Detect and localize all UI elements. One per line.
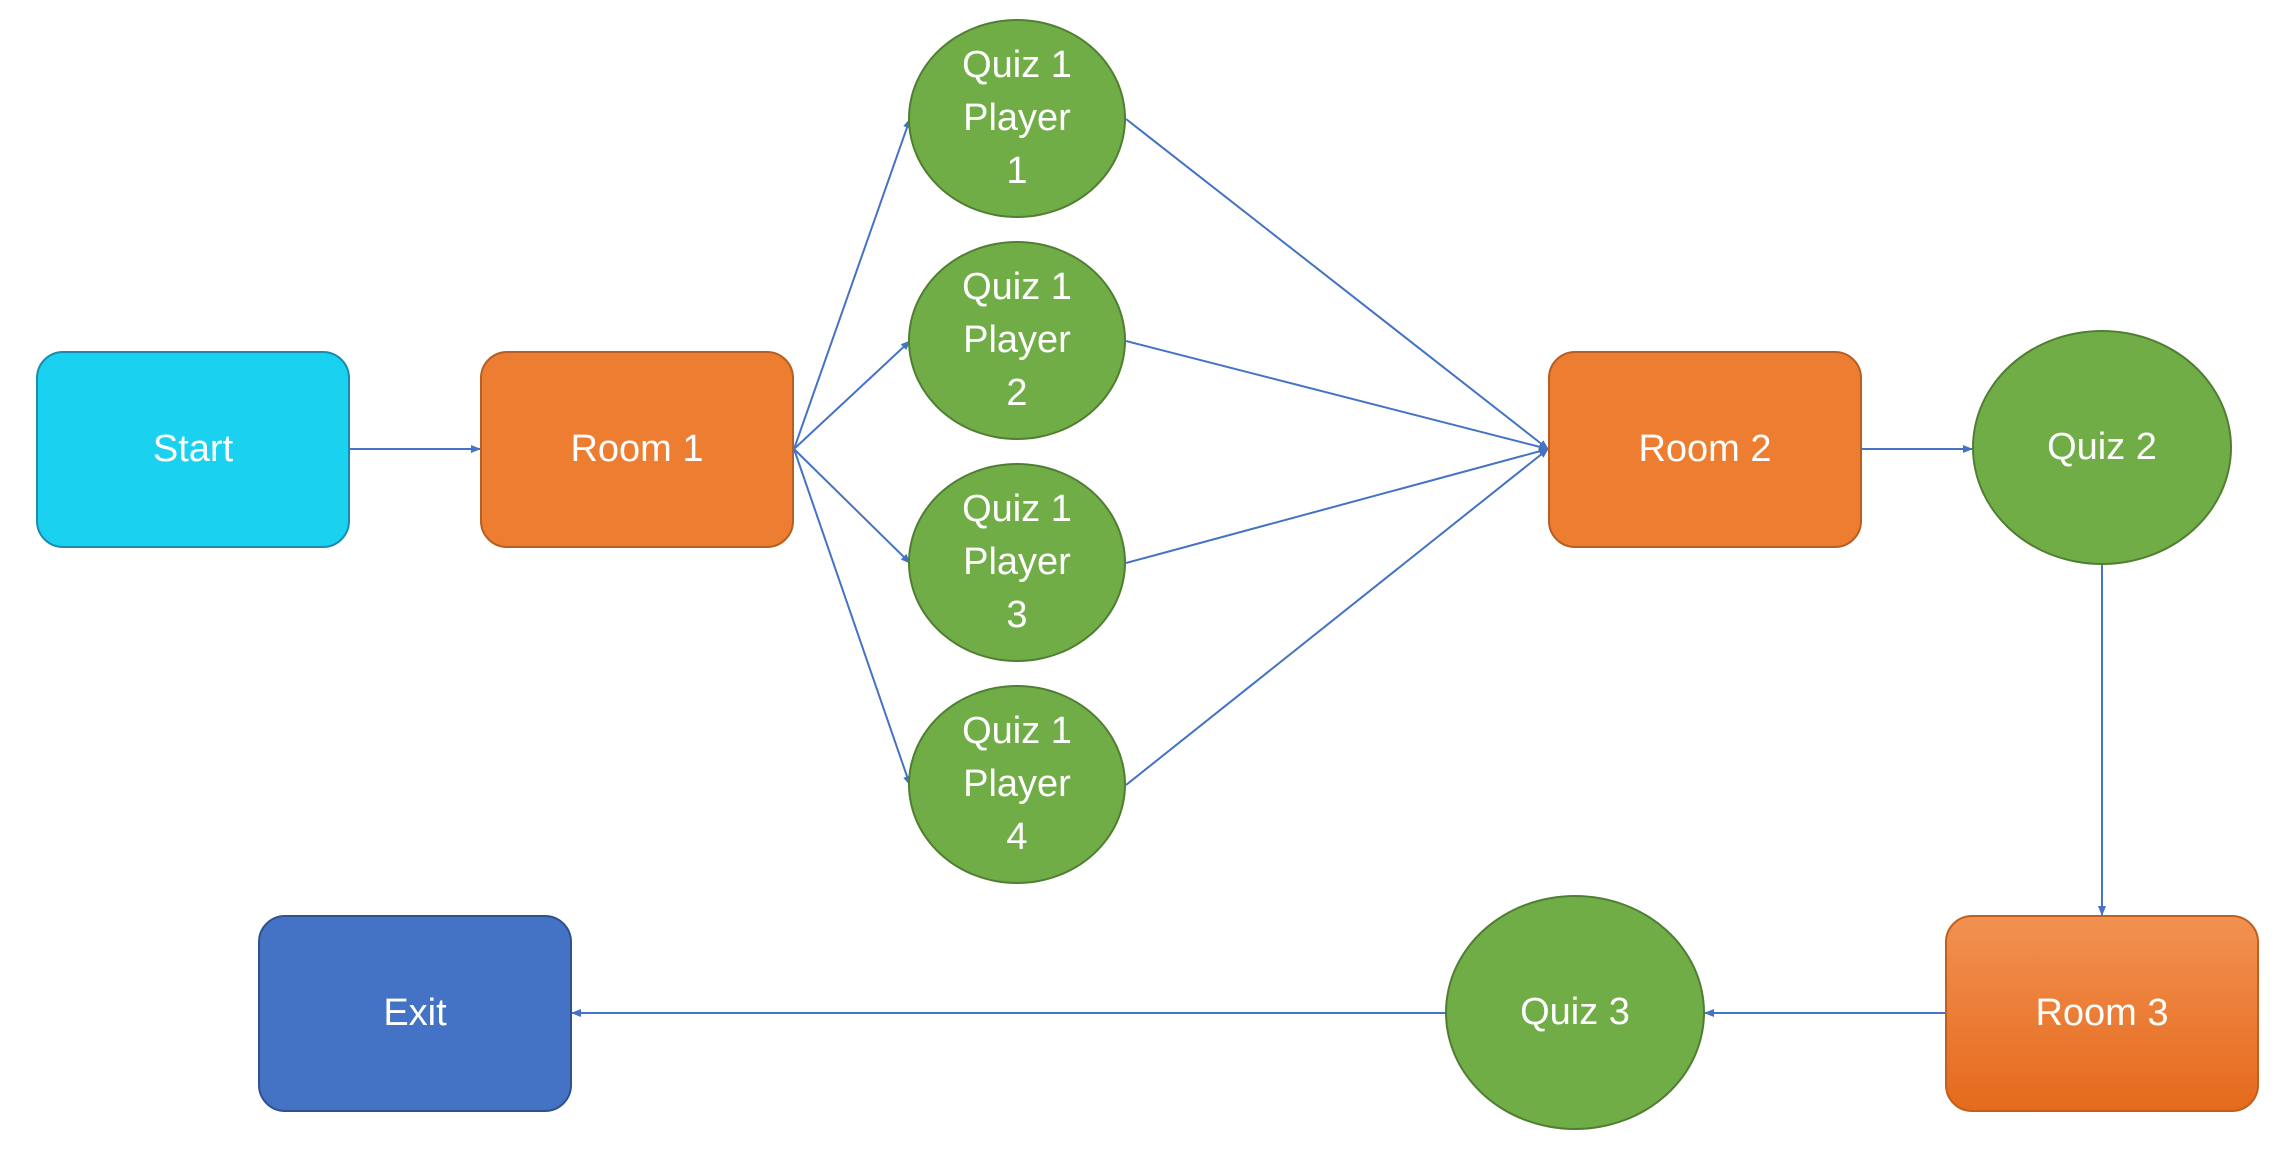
room1-label: Room 1: [570, 428, 704, 470]
room2-label: Room 2: [1638, 428, 1772, 470]
edge-room1-quiz1-player4: [793, 448, 911, 786]
quiz1-player1-label: Quiz 1 Player 1: [962, 44, 1072, 192]
room2-node[interactable]: Room 2: [1548, 351, 1862, 548]
room3-label: Room 3: [2035, 992, 2169, 1034]
edge-quiz1-player2-room2: [1125, 340, 1549, 451]
quiz2-node[interactable]: Quiz 2: [1972, 330, 2232, 565]
room1-node[interactable]: Room 1: [480, 351, 794, 548]
quiz1-player2-label: Quiz 1 Player 2: [962, 266, 1072, 414]
quiz1-player1-node[interactable]: Quiz 1 Player 1: [908, 19, 1126, 218]
quiz1-player2-node[interactable]: Quiz 1 Player 2: [908, 241, 1126, 440]
quiz3-node[interactable]: Quiz 3: [1445, 895, 1705, 1130]
exit-label: Exit: [383, 992, 447, 1034]
edge-room1-quiz1-player2: [793, 340, 911, 450]
edge-room1-quiz1-player3: [793, 448, 911, 564]
quiz1-player4-node[interactable]: Quiz 1 Player 4: [908, 685, 1126, 884]
start-node[interactable]: Start: [36, 351, 350, 548]
exit-node[interactable]: Exit: [258, 915, 572, 1112]
quiz3-label: Quiz 3: [1520, 991, 1630, 1033]
quiz2-label: Quiz 2: [2047, 426, 2157, 468]
edge-quiz1-player1-room2: [1125, 118, 1549, 450]
edge-quiz1-player3-room2: [1125, 447, 1549, 564]
edge-room1-quiz1-player1: [793, 118, 911, 450]
quiz1-player3-node[interactable]: Quiz 1 Player 3: [908, 463, 1126, 662]
quiz1-player3-label: Quiz 1 Player 3: [962, 488, 1072, 636]
start-label: Start: [152, 428, 234, 470]
room3-node[interactable]: Room 3: [1945, 915, 2259, 1112]
quiz1-player4-label: Quiz 1 Player 4: [962, 710, 1072, 858]
edge-quiz1-player4-room2: [1125, 448, 1549, 786]
